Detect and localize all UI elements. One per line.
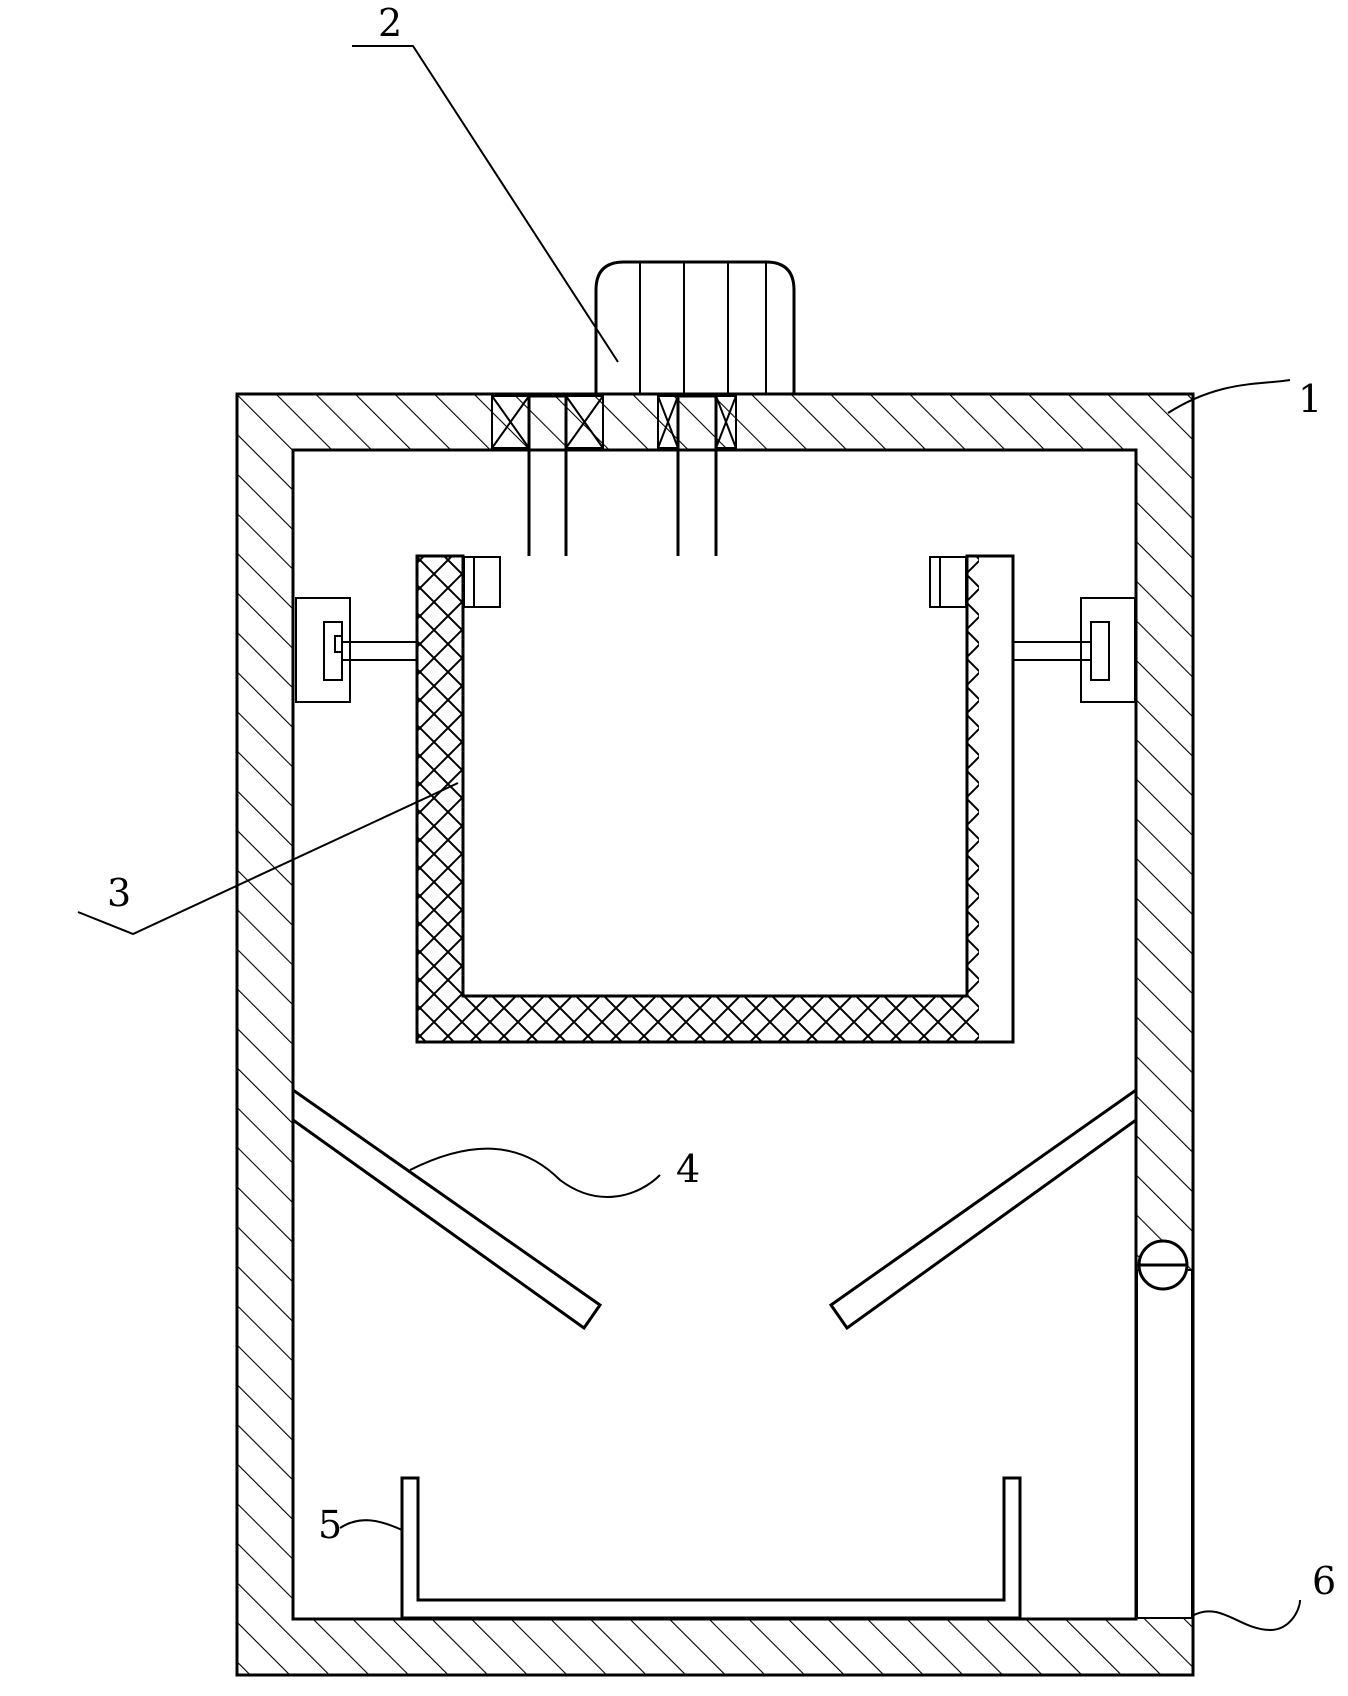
guide-plates <box>291 1087 1138 1331</box>
left-pivot <box>295 597 418 703</box>
basket <box>415 554 1015 1044</box>
label-guide-plate: 4 <box>676 1147 700 1191</box>
label-collector: 5 <box>318 1503 342 1547</box>
label-housing: 1 <box>1298 377 1322 421</box>
label-basket: 3 <box>107 871 131 915</box>
door-panel <box>1136 1239 1193 1619</box>
leader-lines <box>77 45 1301 1632</box>
motor <box>594 260 796 394</box>
collector-tray <box>400 1476 1022 1620</box>
label-motor: 2 <box>378 1 402 45</box>
right-pivot <box>1012 597 1136 703</box>
label-door: 6 <box>1312 1559 1336 1603</box>
